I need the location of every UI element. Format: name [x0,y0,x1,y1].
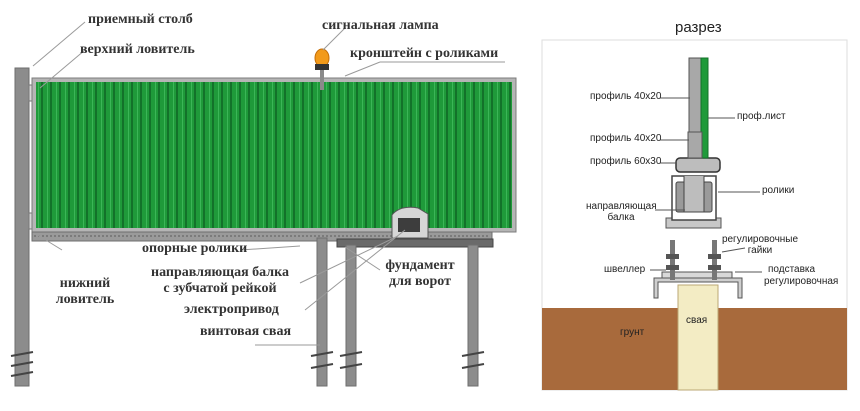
label-foundation-line1: фундамент [385,258,455,273]
screw-pile-1 [316,237,328,387]
screw-pile-3 [467,244,479,387]
drive-body [398,218,420,232]
label-upper-catcher: верхний ловитель [80,42,195,57]
label-lower-catcher: нижний ловитель [46,276,124,308]
label-channel: швеллер [604,264,646,275]
label-rollers: ролики [762,185,795,196]
profile-40x20-lower [687,131,703,159]
label-support-rollers: опорные ролики [142,241,248,256]
adjusting-nut-2 [708,254,721,259]
label-bracket-rollers: кронштейн с роликами [350,46,499,61]
label-guide-beam-section: направляющая балка [586,201,657,223]
channel-beam [653,277,743,299]
label-adjusting-base: подставка регулировочная [764,264,838,288]
label-prof-sheet: проф.лист [737,111,786,122]
post-screw-tip [10,351,34,377]
label-profile-40x20-mid: профиль 40х20 [590,133,662,144]
label-base-line2: регулировочная [764,276,839,287]
lamp-bracket [320,70,324,90]
signal-lamp-base [315,64,329,70]
pile-body [677,284,719,391]
label-pile: свая [686,315,708,326]
label-lower-catcher-line2: ловитель [55,292,115,307]
label-foundation-line2: для ворот [389,274,451,289]
label-guide-section-line2: балка [607,212,635,223]
threaded-rod-left [670,240,675,280]
leader-lines [32,21,505,346]
gate-profiled-sheet [36,82,512,228]
label-guide-beam-line2: с зубчатой рейкой [163,281,277,296]
label-electric-drive: электропривод [184,302,279,317]
label-foundation: фундамент для ворот [372,258,468,290]
label-profile-40x20-top: профиль 40х20 [590,91,662,102]
threaded-rod-right [712,240,717,280]
section-title: разрез [675,19,722,36]
adjusting-nut-4 [708,265,721,270]
label-signal-lamp: сигнальная лампа [322,18,439,33]
profile-60x30 [675,157,721,173]
gate-drawing [10,21,517,387]
label-adjusting-nuts: регулировочные гайки [720,234,800,256]
section-prof-sheet [700,57,709,159]
label-adjusting-nuts-line1: регулировочные [721,234,799,245]
pile-threads [310,351,485,369]
label-profile-60x30: профиль 60х30 [590,156,662,167]
adjusting-base [661,271,733,279]
adjusting-nut-1 [666,254,679,259]
section-leader-lines [650,97,762,273]
section-guide-beam [683,176,705,213]
receiving-post [14,67,30,387]
section-drawing [541,39,848,391]
label-guide-section-line1: направляющая [586,201,657,212]
label-adjusting-nuts-line2: гайки [747,245,773,256]
screw-pile-2 [345,244,357,387]
label-guide-beam: направляющая балка с зубчатой рейкой [140,265,300,297]
label-base-line1: подставка [768,264,816,275]
label-soil: грунт [620,327,645,338]
label-guide-beam-line1: направляющая балка [151,265,289,280]
label-receiving-post: приемный столб [88,12,193,27]
label-lower-catcher-line1: нижний [59,276,111,291]
foundation-frame [336,238,494,248]
adjusting-nut-3 [666,265,679,270]
label-screw-pile: винтовая свая [200,324,292,339]
